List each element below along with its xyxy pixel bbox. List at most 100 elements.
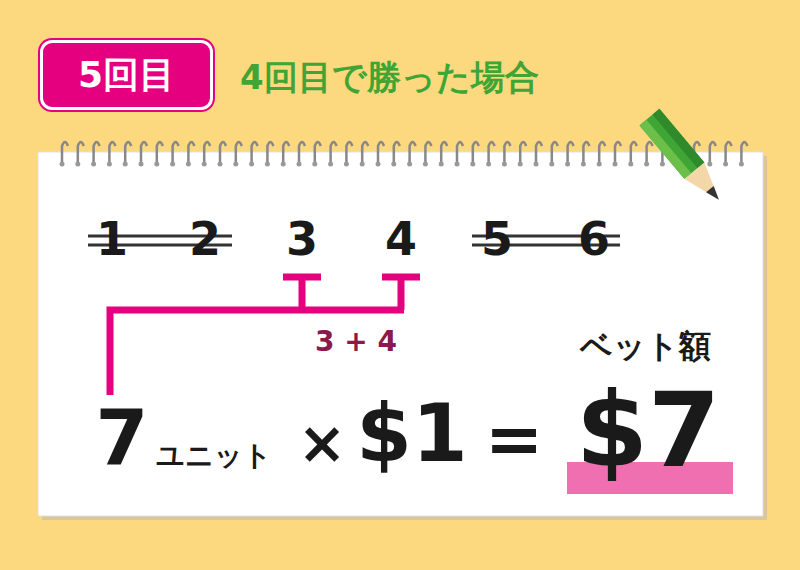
ring-hole <box>91 162 96 167</box>
ring-hole <box>312 162 317 167</box>
ring <box>410 142 416 162</box>
ring <box>489 142 495 162</box>
equals-sign: = <box>485 404 544 474</box>
ring <box>173 142 179 162</box>
ring <box>457 142 463 162</box>
ring-hole <box>344 162 349 167</box>
ring-hole <box>281 162 286 167</box>
ring-hole <box>518 162 523 167</box>
ring-hole <box>707 162 712 167</box>
ring-hole <box>581 162 586 167</box>
times-sign: × <box>298 414 347 472</box>
ring <box>599 142 605 162</box>
ring <box>236 142 242 162</box>
ring <box>552 142 558 162</box>
ring <box>631 142 637 162</box>
notepad <box>38 152 763 516</box>
ring <box>520 142 526 162</box>
ring-hole <box>376 162 381 167</box>
ring <box>78 142 84 162</box>
ring <box>425 142 431 162</box>
sum-note: 3 + 4 <box>315 328 397 356</box>
number: 2 <box>189 216 221 262</box>
ring <box>125 142 131 162</box>
ring-hole <box>75 162 80 167</box>
ring <box>283 142 289 162</box>
ring-hole <box>486 162 491 167</box>
ring-hole <box>644 162 649 167</box>
ring <box>378 142 384 162</box>
ring <box>441 142 447 162</box>
ring <box>710 142 716 162</box>
number: 4 <box>385 216 417 262</box>
title: 4回目で勝った場合 <box>240 60 539 94</box>
ring-hole <box>739 162 744 167</box>
ring-hole <box>455 162 460 167</box>
ring-hole <box>391 162 396 167</box>
ring <box>315 142 321 162</box>
number: 5 <box>481 216 513 262</box>
ring <box>141 142 147 162</box>
ring <box>473 142 479 162</box>
ring-hole <box>249 162 254 167</box>
round-badge: 5回目 <box>40 40 213 110</box>
ring <box>741 142 747 162</box>
ring-hole <box>723 162 728 167</box>
ring-hole <box>107 162 112 167</box>
ring-hole <box>123 162 128 167</box>
pencil <box>639 109 728 208</box>
ring <box>346 142 352 162</box>
number: 1 <box>96 216 128 262</box>
ring-hole <box>60 162 65 167</box>
ring <box>157 142 163 162</box>
ring-hole <box>154 162 159 167</box>
ring-hole <box>613 162 618 167</box>
unit-word: ユニット <box>156 442 272 470</box>
ring <box>220 142 226 162</box>
ring <box>62 142 68 162</box>
ring-hole <box>549 162 554 167</box>
ring-hole <box>360 162 365 167</box>
ring <box>536 142 542 162</box>
ring <box>252 142 258 162</box>
ring-hole <box>218 162 223 167</box>
ring-hole <box>139 162 144 167</box>
ring <box>188 142 194 162</box>
ring-hole <box>423 162 428 167</box>
badge-text: 5回目 <box>78 57 175 93</box>
number: 3 <box>286 216 318 262</box>
ring <box>726 142 732 162</box>
ring <box>109 142 115 162</box>
ring-hole <box>328 162 333 167</box>
ring <box>331 142 337 162</box>
ring-hole <box>502 162 507 167</box>
ring <box>583 142 589 162</box>
ring-hole <box>660 162 665 167</box>
sum-bracket <box>110 277 420 395</box>
spiral-rings <box>60 142 748 167</box>
ring <box>94 142 100 162</box>
ring-hole <box>470 162 475 167</box>
number: 6 <box>578 216 610 262</box>
ring-hole <box>170 162 175 167</box>
ring <box>568 142 574 162</box>
ring-hole <box>407 162 412 167</box>
ring-hole <box>202 162 207 167</box>
ring-hole <box>297 162 302 167</box>
ring-hole <box>439 162 444 167</box>
ring-hole <box>534 162 539 167</box>
ring <box>615 142 621 162</box>
ring <box>394 142 400 162</box>
bet-caption: ベット額 <box>580 330 711 362</box>
ring-hole <box>628 162 633 167</box>
ring <box>647 142 653 162</box>
unit-value: $1 <box>356 394 467 474</box>
ring <box>267 142 273 162</box>
ring-hole <box>565 162 570 167</box>
ring-hole <box>186 162 191 167</box>
ring <box>299 142 305 162</box>
ring-hole <box>233 162 238 167</box>
ring-hole <box>597 162 602 167</box>
ring-hole <box>265 162 270 167</box>
strike-lines <box>88 236 620 245</box>
